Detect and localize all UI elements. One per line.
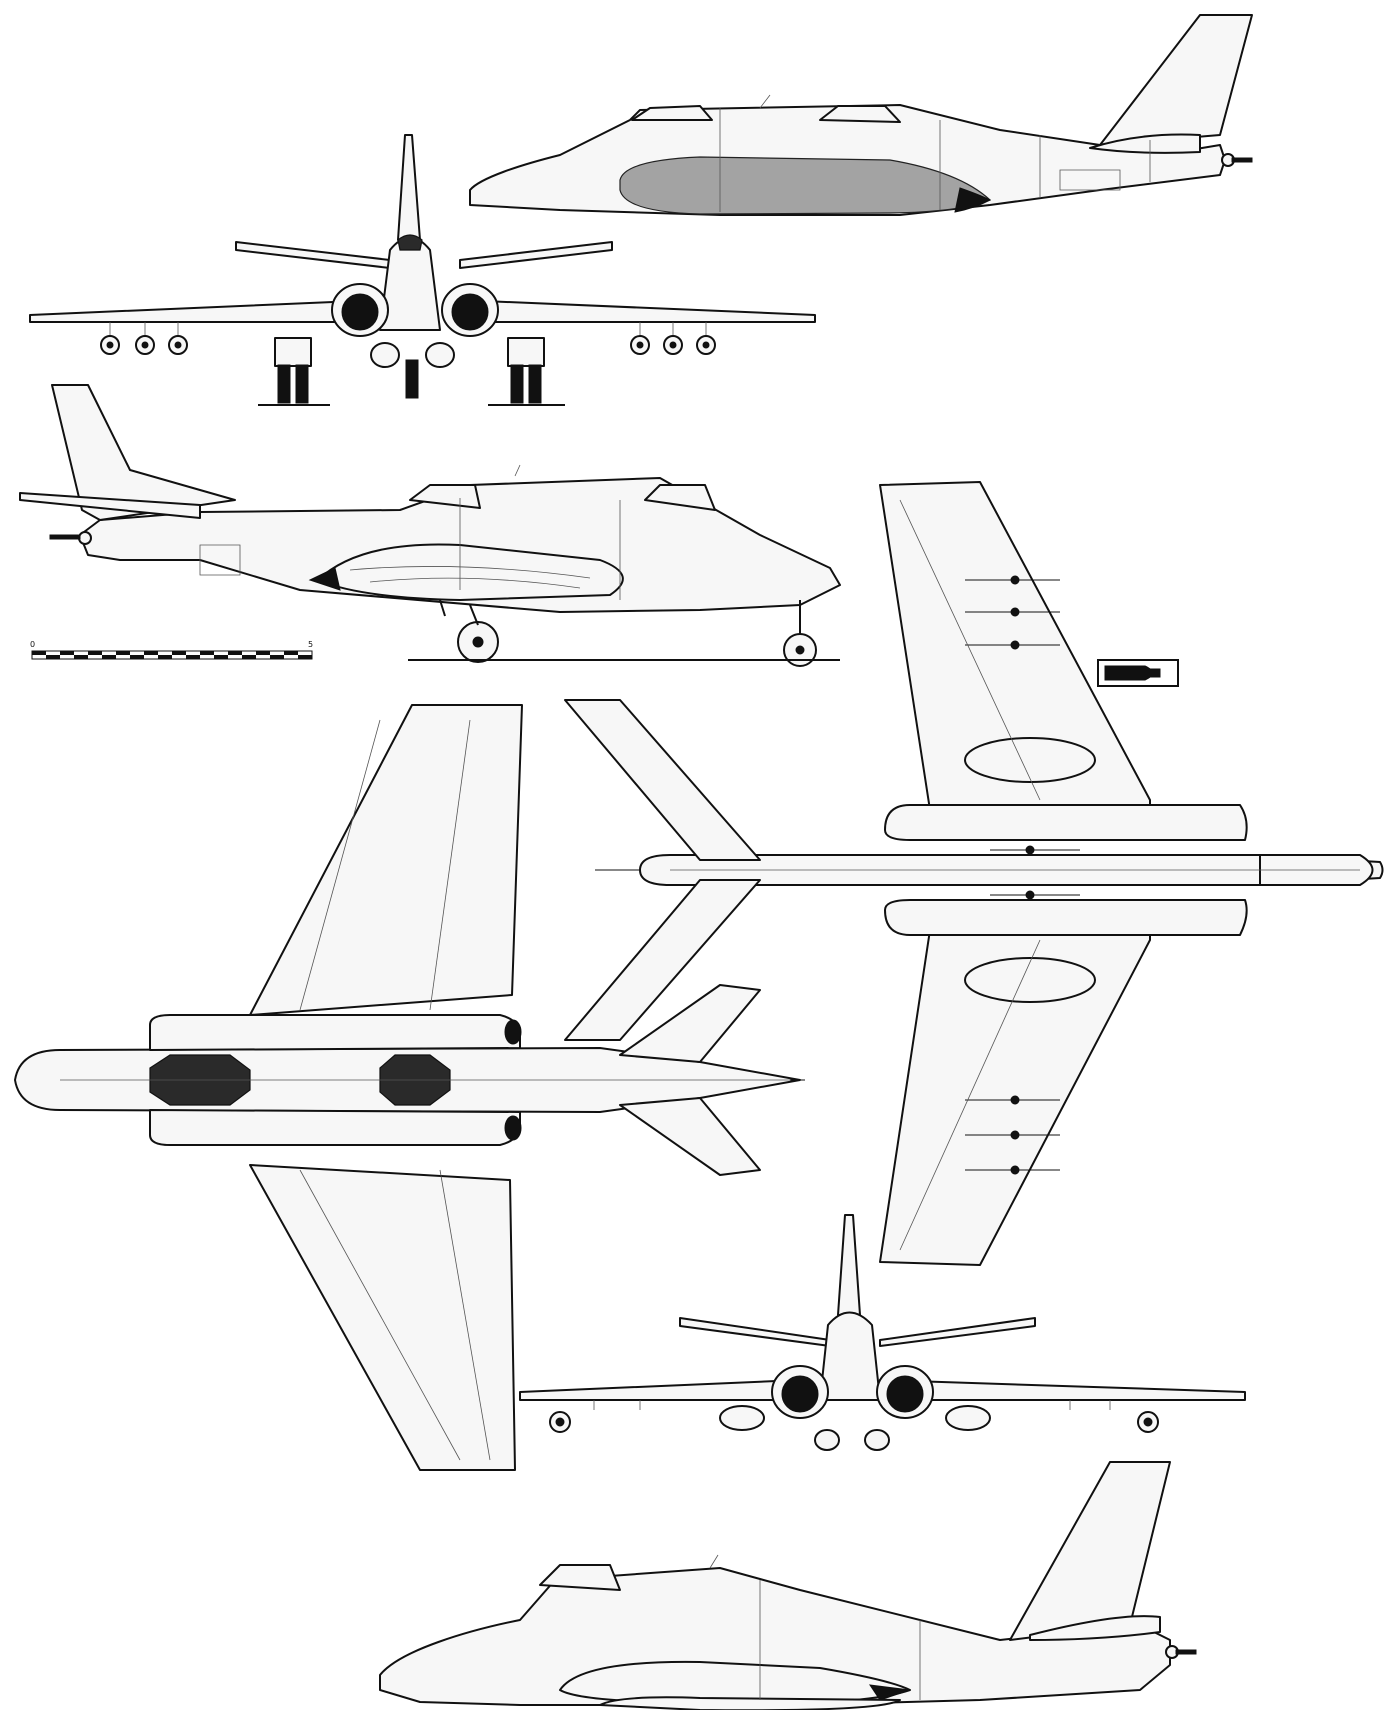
wing-stores-upper [965,575,1080,855]
scale-bar-segment [32,651,46,655]
scale-start-label: 0 [30,640,35,649]
wing-pylons-right [630,322,716,355]
scale-bar-segment [214,655,228,659]
scale-bar-segment [200,651,214,655]
plan-view-bottom [564,481,1384,1266]
scale-bar-segment [116,651,130,655]
plan-view-top [14,704,805,1471]
scale-bar-segment [256,651,270,655]
scale-bar-segment [186,655,200,659]
scale-bar-segment [242,655,256,659]
store-detail-box [1097,659,1179,687]
front-view-1 [29,134,816,406]
scale-bar-segments [32,651,312,659]
scale-bar-segment [46,655,60,659]
side-view-middle [19,384,841,667]
scale-bar-segment [102,655,116,659]
scale-bar-segment [74,655,88,659]
scale-bar: 0 5 [30,640,313,660]
scale-bar-segment [158,655,172,659]
scale-end-label: 5 [308,640,313,649]
scale-bar-segment [270,655,284,659]
wing-pylons-left [100,322,188,355]
scale-bar-segment [284,651,298,655]
scale-bar-segment [144,651,158,655]
scale-bar-segment [298,655,312,659]
wing-stores-lower [965,890,1080,1175]
scale-bar-segment [88,651,102,655]
scale-bar-segment [228,651,242,655]
scale-bar-segment [60,651,74,655]
side-view-top [469,14,1253,216]
scale-bar-segment [172,651,186,655]
scale-bar-segment [130,655,144,659]
front-view-2 [519,1214,1246,1451]
side-view-bottom [379,1461,1197,1710]
